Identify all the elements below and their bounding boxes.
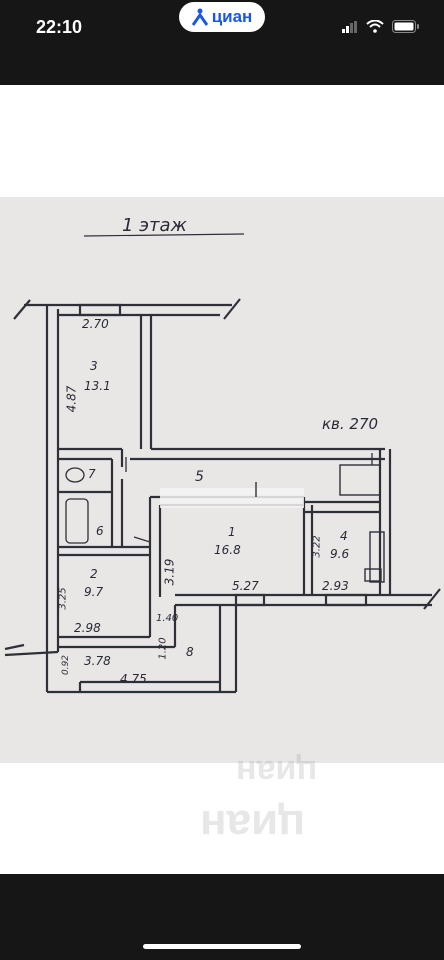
room-area: 13.1 — [84, 379, 111, 393]
watermark: циан — [236, 753, 318, 791]
home-indicator[interactable] — [143, 944, 301, 949]
dimension-label: 3.25 — [57, 587, 69, 610]
floor-title: 1 этаж — [122, 215, 187, 236]
dimension-label: 3.78 — [84, 654, 111, 668]
dimension-label: 1.20 — [157, 637, 169, 660]
room-number: 1 — [228, 525, 236, 539]
dimension-label: 2.98 — [74, 621, 101, 635]
status-bar: 22:10 циан — [0, 0, 444, 85]
app-badge[interactable]: циан — [179, 2, 265, 32]
room-area: 9.6 — [330, 547, 350, 561]
dimension-label: 0.92 — [61, 654, 72, 676]
dimension-label: 3.19 — [162, 558, 177, 586]
room-area: 9.7 — [84, 585, 104, 599]
room-number: 7 — [88, 467, 96, 481]
dimension-label: 2.70 — [82, 317, 109, 331]
cellular-signal-icon — [342, 20, 357, 33]
dimension-label: 4.87 — [64, 385, 79, 413]
room-number: 8 — [186, 645, 194, 659]
apartment-number: кв. 270 — [322, 415, 379, 433]
wifi-icon — [366, 20, 384, 33]
clock: 22:10 — [36, 17, 83, 37]
dimension-label: 3.22 — [311, 535, 323, 558]
dimension-label: 5.27 — [232, 579, 259, 593]
room-area: 16.8 — [214, 543, 241, 557]
watermark: циан — [200, 801, 306, 850]
room-number: 2 — [90, 567, 98, 581]
floor-plan-image[interactable]: 1 этаж кв. 270 3 13.1 5 7 6 1 16.8 4 9.6… — [0, 197, 444, 791]
dimension-label: 1.40 — [156, 613, 179, 624]
floor-plan-drawing — [4, 233, 441, 694]
cian-logo-icon — [191, 8, 208, 26]
app-badge-label: циан — [211, 7, 253, 26]
room-number: 4 — [340, 529, 348, 543]
battery-icon — [392, 20, 419, 33]
room-number: 5 — [195, 469, 204, 485]
room-number: 6 — [96, 524, 104, 538]
dimension-label: 4.75 — [120, 672, 147, 686]
room-number: 3 — [90, 359, 98, 373]
dimension-label: 2.93 — [322, 579, 349, 593]
